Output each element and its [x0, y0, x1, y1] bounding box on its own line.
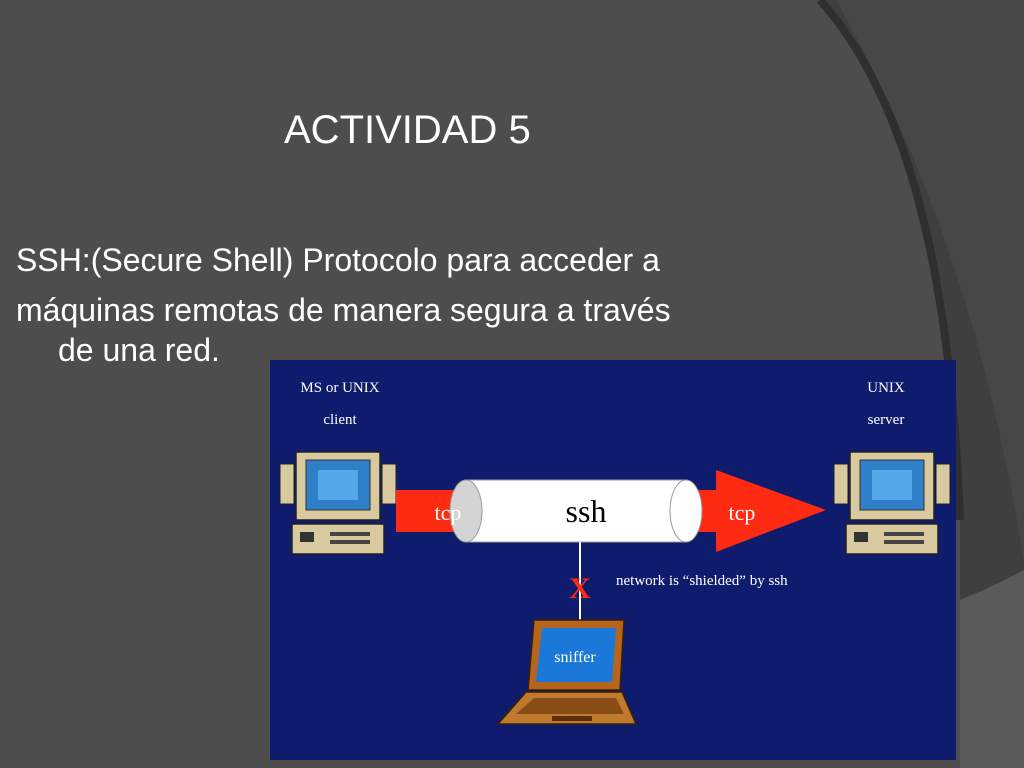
body-line-1: SSH:(Secure Shell) Protocolo para accede…	[16, 242, 660, 278]
block-mark-icon: X	[569, 572, 591, 605]
ssh-label: ssh	[566, 493, 607, 529]
shield-note: network is “shielded” by ssh	[616, 573, 788, 589]
server-label-1: UNIX	[867, 380, 905, 396]
slide-title: ACTIVIDAD 5	[284, 108, 531, 152]
tcp-right-label: tcp	[729, 500, 756, 525]
sniffer-laptop-icon	[496, 619, 638, 725]
client-label-1: MS or UNIX	[300, 380, 379, 396]
ssh-tunnel	[449, 479, 703, 543]
server-label-2: server	[868, 412, 905, 428]
tcp-left-label: tcp	[435, 500, 462, 525]
body-line-3: de una red.	[58, 332, 220, 368]
ssh-diagram: MS or UNIX client UNIX server tcp	[270, 360, 956, 760]
server-computer-icon	[833, 451, 951, 555]
body-line-2: máquinas remotas de manera segura a trav…	[16, 292, 671, 328]
sniffer-label: sniffer	[554, 649, 596, 666]
client-computer-icon	[279, 451, 397, 555]
slide-body: SSH:(Secure Shell) Protocolo para accede…	[16, 234, 866, 370]
client-label-2: client	[323, 412, 357, 428]
